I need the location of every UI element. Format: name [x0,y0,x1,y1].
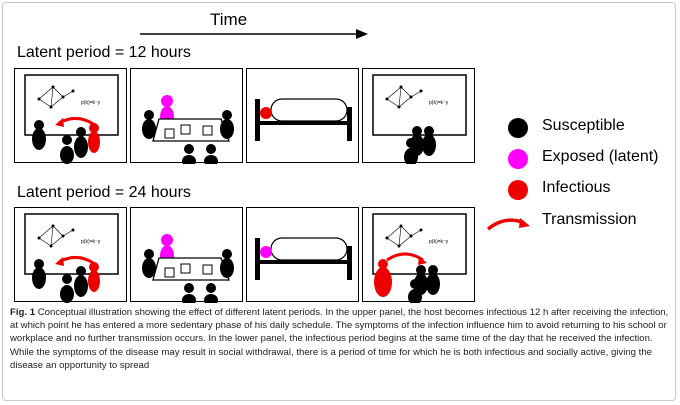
panel-r2-c1-classroom: p(k)=k⁻γ [14,207,127,302]
panel-r2-c3-bed [246,207,359,302]
legend-label: Infectious [542,179,610,197]
panel-r1-c2-meeting [130,68,243,163]
panel-r2-c2-meeting [130,207,243,302]
legend-label: Exposed (latent) [542,148,659,166]
panel-r2-c4-classroom: p(k)=k⁻γ [362,207,475,302]
caption-fig-label: Fig. 1 [10,307,35,318]
legend-label: Susceptible [542,117,625,135]
row-title-24h: Latent period = 24 hours [17,184,191,202]
legend-transmission: Transmission [484,209,664,235]
row-title-12h: Latent period = 12 hours [17,44,191,62]
black-circle-icon [508,118,528,138]
svg-text:p(k)=k⁻γ: p(k)=k⁻γ [81,100,101,106]
panel-r1-c4-classroom: p(k)=k⁻γ [362,68,475,163]
legend-label: Transmission [542,211,637,229]
caption-text: Conceptual illustration showing the effe… [10,307,668,371]
svg-text:p(k)=k⁻γ: p(k)=k⁻γ [81,239,101,245]
svg-text:p(k)=k⁻γ: p(k)=k⁻γ [429,100,449,106]
magenta-circle-icon [508,149,528,169]
figure-caption: Fig. 1 Conceptual illustration showing t… [10,306,670,372]
svg-text:p(k)=k⁻γ: p(k)=k⁻γ [429,239,449,245]
panel-r1-c1-classroom: p(k)=k⁻γ [14,68,127,163]
red-curved-arrow-icon [484,211,534,235]
time-arrow [0,0,680,50]
red-circle-icon [508,180,528,200]
panel-r1-c3-bed [246,68,359,163]
